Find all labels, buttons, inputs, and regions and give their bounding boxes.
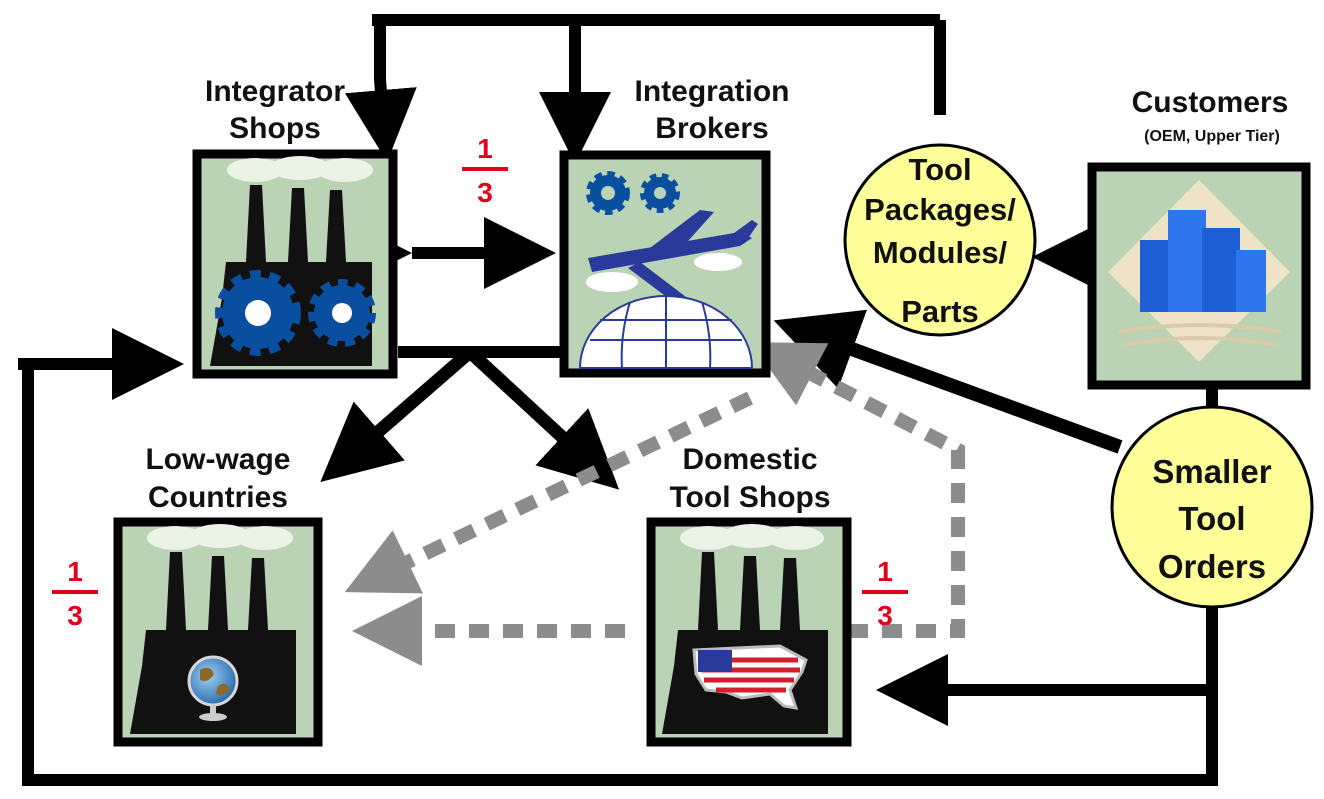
smaller-orders-line3: Orders (1158, 548, 1266, 585)
fraction-left: 1 3 (52, 556, 98, 631)
smaller-orders-line1: Smaller (1152, 453, 1271, 490)
fraction-top: 1 3 (462, 133, 508, 208)
domestic-tool-shops-node: Domestic Tool Shops (646, 443, 852, 747)
dashed-arrow-brokers-to-low-wage (344, 391, 754, 594)
tool-packages-line4: Parts (901, 294, 979, 329)
integration-brokers-node: Integration Brokers (559, 75, 790, 378)
buildings-icon (1140, 210, 1266, 312)
arrow-to-domestic (465, 347, 620, 490)
integrator-shops-label-line1: Integrator (205, 75, 345, 108)
airplane-icon (586, 210, 758, 304)
low-wage-label-line1: Low-wage (145, 443, 290, 476)
dashed-arrows (344, 342, 965, 666)
smaller-orders-bubble: Smaller Tool Orders (1110, 405, 1314, 609)
fraction-left-numerator: 1 (67, 556, 83, 587)
fraction-right-bar (862, 590, 908, 594)
fraction-right-denominator: 3 (877, 600, 893, 631)
tool-packages-line1: Tool (908, 152, 971, 187)
integrator-shops-label-line2: Shops (229, 112, 321, 145)
gear-icon (215, 270, 376, 356)
smaller-orders-circle (1110, 405, 1314, 609)
low-wage-label-line2: Countries (148, 481, 288, 514)
tool-packages-bubble: Tool Packages/ Modules/ Parts (843, 143, 1037, 337)
fraction-left-denominator: 3 (67, 600, 83, 631)
bottom-loop-line (22, 362, 1218, 786)
tool-packages-circle (843, 143, 1037, 337)
integration-brokers-label-line1: Integration (635, 75, 790, 108)
domestic-label-line1: Domestic (682, 443, 817, 476)
domestic-label-line2: Tool Shops (669, 481, 830, 514)
fraction-left-bar (52, 590, 98, 594)
smaller-orders-line2: Tool (1178, 500, 1245, 537)
arrow-smaller-orders-to-brokers (773, 309, 1123, 454)
integrator-shops-node: Integrator Shops (192, 75, 398, 379)
us-flag-map-icon (692, 644, 808, 710)
connector-lines (18, 14, 1218, 786)
fraction-top-numerator: 1 (477, 133, 493, 164)
fraction-right: 1 3 (862, 556, 908, 631)
customers-label-line1: Customers (1132, 86, 1289, 119)
tool-packages-line3: Modules/ (873, 235, 1008, 270)
gear-icon (586, 171, 680, 215)
customers-node: Customers (OEM, Upper Tier) (1087, 86, 1311, 390)
fraction-right-numerator: 1 (877, 556, 893, 587)
arrow-to-low-wage (320, 347, 475, 483)
globe-grid-icon (578, 295, 754, 369)
tool-packages-line2: Packages/ (864, 192, 1016, 227)
globe-icon (187, 655, 239, 721)
fraction-top-bar (462, 167, 508, 171)
low-wage-countries-node: Low-wage Countries (113, 443, 323, 747)
integration-brokers-label-line2: Brokers (655, 112, 768, 145)
arrow-to-integrator-shops (345, 20, 417, 162)
fraction-top-denominator: 3 (477, 177, 493, 208)
customers-label-line2: (OEM, Upper Tier) (1144, 128, 1280, 145)
